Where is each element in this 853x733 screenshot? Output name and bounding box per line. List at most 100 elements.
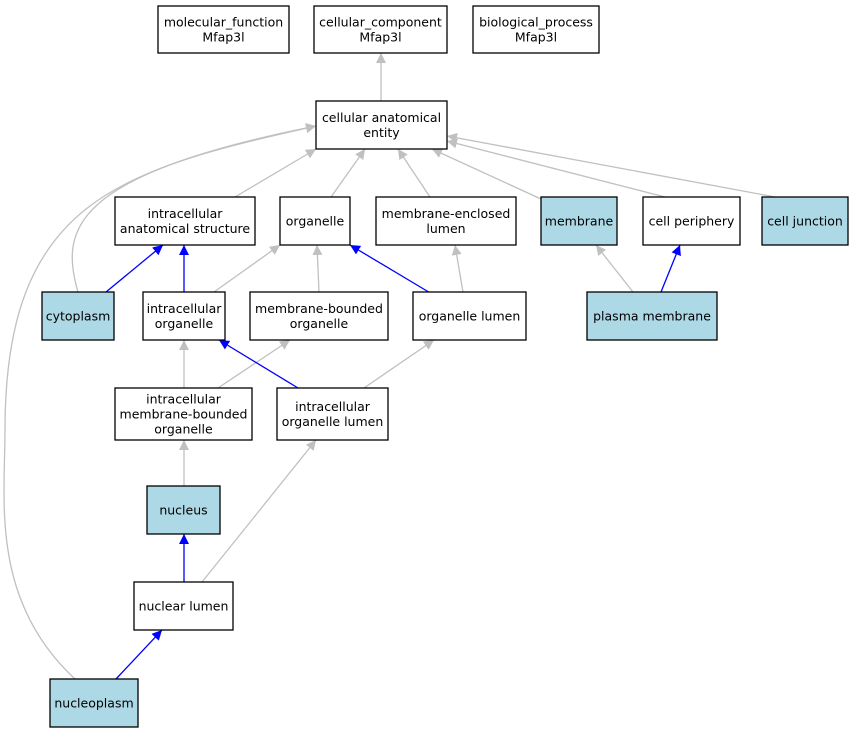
edge-line [201,439,317,583]
edge-line [330,148,366,198]
edge-mem-to-cae-is-a [431,148,542,200]
node-box[interactable] [315,100,448,150]
edge-line [451,244,464,293]
edge-iol-to-io-part-of [218,339,299,389]
edge-np-to-nl-part-of [115,629,163,680]
edge-np-to-cae-is-a [3,123,317,680]
edge-cyto-to-ias-part-of [105,244,164,293]
node-box[interactable] [412,291,527,341]
node-label-line: lumen [426,221,465,236]
node-box[interactable] [142,291,226,341]
edge-line [349,244,433,295]
node-cp[interactable]: cell periphery [642,196,741,246]
node-label-line: molecular_function [164,15,283,30]
node-label-line: organelle lumen [419,309,521,324]
node-box[interactable] [49,678,139,728]
node-label-line: organelle [290,316,349,331]
node-label-line: nucleus [159,503,207,518]
edge-line [660,244,681,293]
node-label-line: organelle [155,316,214,331]
edge-cyto-to-cae-is-a [71,123,317,293]
edge-line [3,123,317,680]
node-box[interactable] [375,196,517,246]
node-label-line: plasma membrane [593,309,711,324]
node-box[interactable] [249,291,389,341]
edge-line [446,138,666,198]
node-box[interactable] [313,5,448,54]
node-label-line: Mfap3l [359,30,401,45]
node-box[interactable] [279,196,351,246]
node-label-line: nucleoplasm [54,696,133,711]
node-box[interactable] [157,5,290,54]
node-label-line: organelle lumen [282,414,384,429]
node-label-line: Mfap3l [515,30,557,45]
edge-iol-to-ol-is-a [363,339,435,389]
node-label-line: intracellular [147,301,223,316]
node-ol[interactable]: organelle lumen [412,291,527,341]
node-box[interactable] [642,196,741,246]
node-box[interactable] [586,291,718,341]
edge-imbo-to-mbo-is-a [217,339,291,389]
node-cj[interactable]: cell junction [761,196,849,246]
edge-pm-to-cp-part-of [660,244,681,293]
edge-org-to-cae-is-a [330,148,366,198]
edge-line [218,339,299,389]
node-label-line: cytoplasm [46,309,111,324]
node-box[interactable] [133,581,234,631]
edge-line [363,339,435,389]
node-nl[interactable]: nuclear lumen [133,581,234,631]
node-mem[interactable]: membrane [540,196,618,246]
edge-line [71,123,317,293]
node-box[interactable] [761,196,849,246]
edge-line [312,244,323,293]
edge-line [234,148,317,198]
edge-layer [3,53,776,680]
node-label-line: intracellular [148,206,224,221]
node-label-line: membrane-bounded [120,407,248,422]
edge-line [217,339,291,389]
node-label-line: cellular_component [319,15,442,30]
edge-mbo-to-org-is-a [312,244,323,293]
edge-line [213,244,281,293]
node-box[interactable] [114,387,253,441]
edge-line [431,148,542,200]
edge-line [595,244,634,293]
node-cyto[interactable]: cytoplasm [41,291,115,341]
node-label-line: Mfap3l [202,30,244,45]
node-label-line: membrane-bounded [255,301,383,316]
node-box[interactable] [146,485,221,535]
node-org[interactable]: organelle [279,196,351,246]
node-box[interactable] [472,5,600,54]
edge-line [115,629,163,680]
edge-cj-to-cae-is-a [446,132,776,198]
node-label-line: cell junction [767,214,843,229]
edge-line [446,132,776,198]
node-pm[interactable]: plasma membrane [586,291,718,341]
edge-line [105,244,164,293]
node-label-line: cellular anatomical [322,110,441,125]
node-np[interactable]: nucleoplasm [49,678,139,728]
node-label-line: cell periphery [649,214,735,229]
node-label-line: intracellular [295,399,371,414]
node-label-line: biological_process [479,15,593,30]
node-label-line: membrane [545,214,614,229]
node-box[interactable] [540,196,618,246]
node-box[interactable] [114,196,256,246]
node-box[interactable] [276,387,389,441]
edge-mel-to-cae-is-a [397,148,431,198]
edge-cp-to-cae-is-a [446,138,666,198]
node-nuc[interactable]: nucleus [146,485,221,535]
node-box[interactable] [41,291,115,341]
node-label-line: organelle [154,422,213,437]
